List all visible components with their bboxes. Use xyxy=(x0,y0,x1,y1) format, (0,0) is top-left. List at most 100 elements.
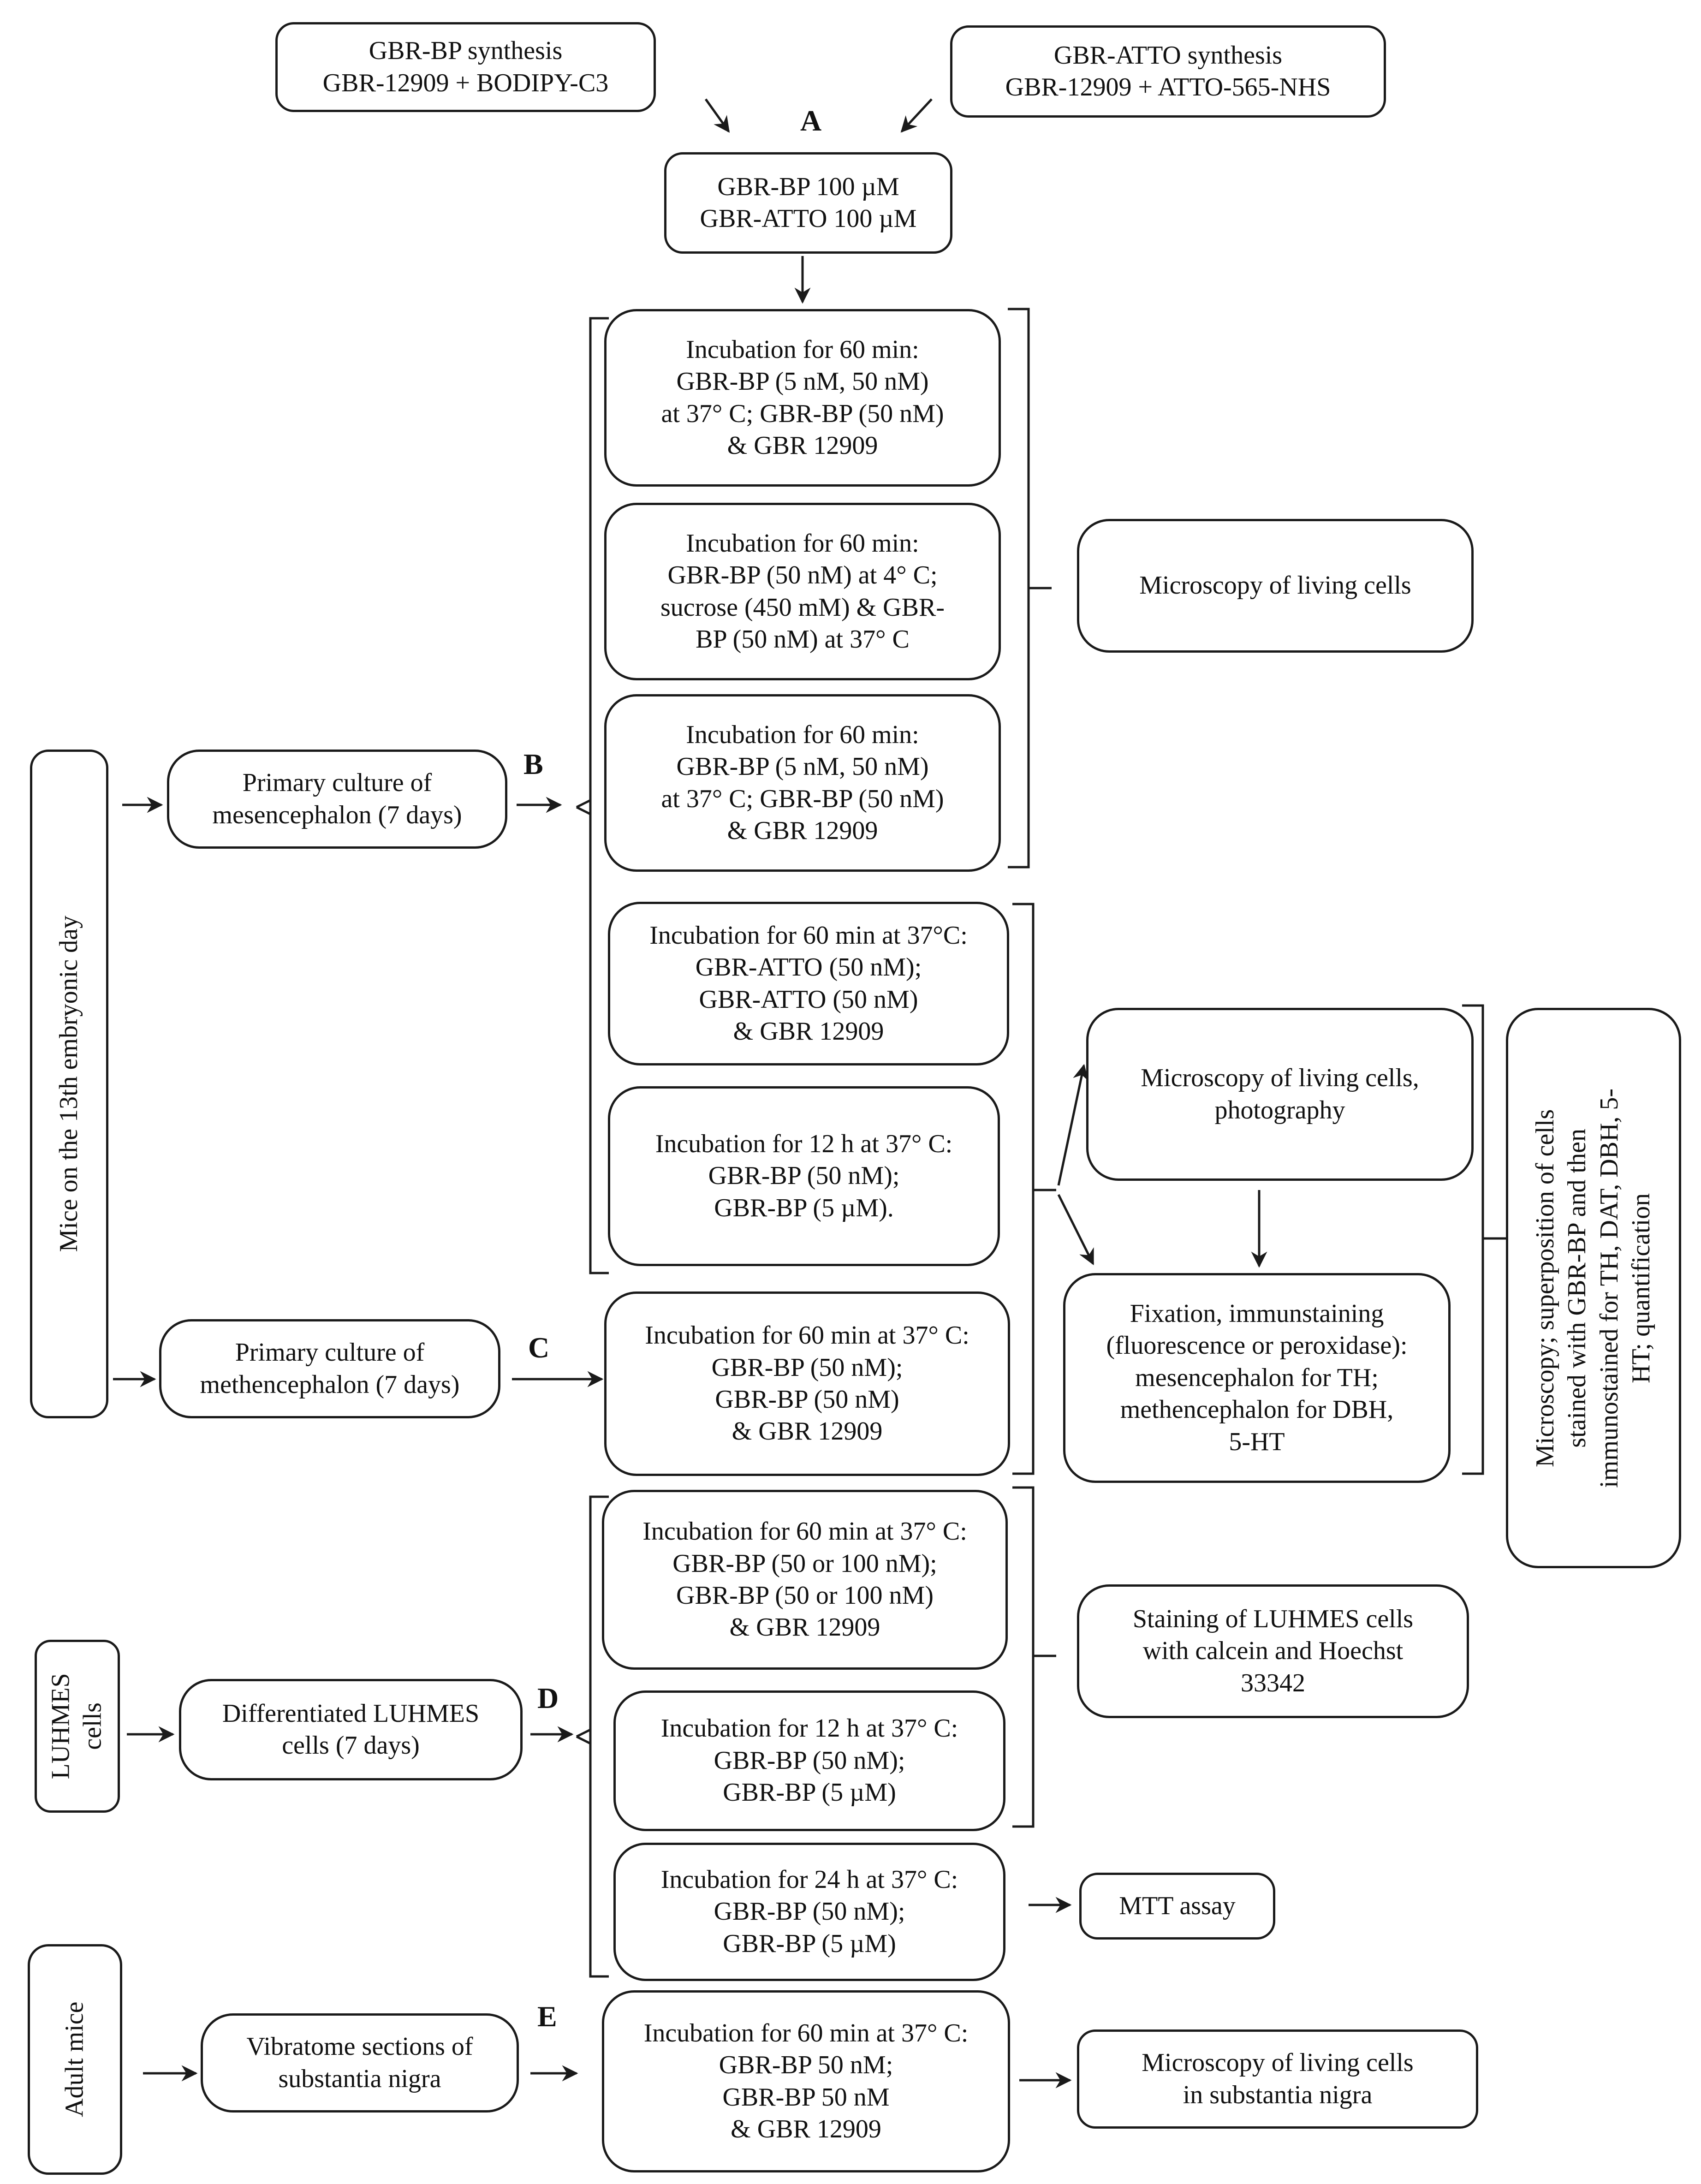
adult-mice-text: Adult mice xyxy=(59,2002,91,2117)
staining-line-3: 33342 xyxy=(1241,1668,1305,1697)
quantification-line-1: Microscopy; superposition of cells xyxy=(1531,1109,1560,1467)
incubation-d1-line-2: GBR-BP (50 or 100 nM); xyxy=(672,1549,937,1578)
mtt-box: MTT assay xyxy=(1079,1873,1275,1940)
incubation-d1-line-3: GBR-BP (50 or 100 nM) xyxy=(676,1581,934,1610)
microscopy-sn-box: Microscopy of living cells in substantia… xyxy=(1077,2029,1478,2129)
incubation-b4-line-1: Incubation for 60 min at 37°C: xyxy=(649,921,968,950)
incubation-d3-line-1: Incubation for 24 h at 37° C: xyxy=(660,1865,958,1894)
incubation-c-line-3: GBR-BP (50 nM) xyxy=(715,1385,899,1414)
fixation-line-1: Fixation, immunstaining xyxy=(1130,1299,1384,1328)
incubation-c: Incubation for 60 min at 37° C: GBR-BP (… xyxy=(604,1291,1010,1476)
label-b: B xyxy=(523,748,543,780)
fixation-line-2: (fluorescence or peroxidase): xyxy=(1106,1331,1408,1360)
quantification-line-4: HT; quantification xyxy=(1627,1193,1656,1383)
culture-met-line-2: methencephalon (7 days) xyxy=(200,1370,460,1399)
incubation-e-line-1: Incubation for 60 min at 37° C: xyxy=(643,2018,969,2047)
bracket-b-right-2 xyxy=(1012,903,1035,1475)
incubation-e: Incubation for 60 min at 37° C: GBR-BP 5… xyxy=(602,1990,1010,2172)
incubation-b2-line-1: Incubation for 60 min: xyxy=(686,529,919,558)
incubation-b2-line-2: GBR-BP (50 nM) at 4° C; xyxy=(667,561,938,590)
incubation-b3: Incubation for 60 min: GBR-BP (5 nM, 50 … xyxy=(604,694,1001,872)
incubation-b1-line-1: Incubation for 60 min: xyxy=(686,335,919,364)
incubation-d2-line-2: GBR-BP (50 nM); xyxy=(714,1746,905,1775)
culture-met-box: Primary culture of methencephalon (7 day… xyxy=(159,1319,500,1418)
fixation-line-4: methencephalon for DBH, xyxy=(1120,1395,1394,1424)
incubation-e-line-2: GBR-BP 50 nM; xyxy=(719,2051,893,2080)
incubation-b5-line-3: GBR-BP (5 µM). xyxy=(714,1193,894,1222)
luhmes-text: LUHMES cells xyxy=(45,1673,109,1779)
bp-synthesis-box: GBR-BP synthesis GBR-12909 + BODIPY-C3 xyxy=(275,22,656,112)
vibratome-line-2: substantia nigra xyxy=(278,2064,441,2093)
incubation-b4-line-4: & GBR 12909 xyxy=(733,1017,884,1046)
incubation-e-line-3: GBR-BP 50 nM xyxy=(722,2083,890,2112)
incubation-b1-line-4: & GBR 12909 xyxy=(727,431,878,460)
fixation-box: Fixation, immunstaining (fluorescence or… xyxy=(1063,1273,1451,1483)
quantification-line-2: stained with GBR-BP and then xyxy=(1563,1128,1592,1448)
luhmes-box: LUHMES cells xyxy=(35,1640,120,1813)
incubation-b3-line-2: GBR-BP (5 nM, 50 nM) xyxy=(676,752,929,781)
luhmes-line-2: cells xyxy=(78,1702,107,1750)
incubation-d1-line-4: & GBR 12909 xyxy=(729,1613,880,1642)
stock-box: GBR-BP 100 µM GBR-ATTO 100 µM xyxy=(664,152,952,254)
microscopy-sn-line-1: Microscopy of living cells xyxy=(1142,2048,1414,2077)
incubation-d2-line-1: Incubation for 12 h at 37° C: xyxy=(660,1714,958,1743)
incubation-b5-line-2: GBR-BP (50 nM); xyxy=(708,1161,900,1190)
incubation-d3-line-3: GBR-BP (5 µM) xyxy=(723,1929,896,1958)
label-d: D xyxy=(537,1682,559,1714)
incubation-d2: Incubation for 12 h at 37° C: GBR-BP (50… xyxy=(613,1690,1005,1831)
incubation-d2-line-3: GBR-BP (5 µM) xyxy=(723,1778,896,1807)
label-a: A xyxy=(800,104,822,137)
incubation-d1: Incubation for 60 min at 37° C: GBR-BP (… xyxy=(602,1490,1008,1670)
mice-13-box: Mice on the 13th embryonic day xyxy=(30,750,108,1418)
incubation-b1: Incubation for 60 min: GBR-BP (5 nM, 50 … xyxy=(604,309,1001,487)
atto-synthesis-title: GBR-ATTO synthesis xyxy=(1053,41,1283,70)
stock-line-1: GBR-BP 100 µM xyxy=(717,172,899,201)
incubation-b2-line-4: BP (50 nM) at 37° C xyxy=(696,625,910,654)
vibratome-box: Vibratome sections of substantia nigra xyxy=(201,2013,519,2113)
microscopy-photo-line-1: Microscopy of living cells, xyxy=(1141,1064,1419,1093)
microscopy-photo-box: Microscopy of living cells, photography xyxy=(1086,1008,1474,1181)
microscopy-photo-line-2: photography xyxy=(1214,1095,1345,1125)
mice-13-label: Mice on the 13th embryonic day xyxy=(54,916,83,1252)
incubation-b2: Incubation for 60 min: GBR-BP (50 nM) at… xyxy=(604,503,1001,680)
incubation-b3-line-4: & GBR 12909 xyxy=(727,816,878,845)
incubation-c-line-1: Incubation for 60 min at 37° C: xyxy=(645,1321,969,1350)
staining-line-2: with calcein and Hoechst xyxy=(1142,1637,1404,1666)
bp-synthesis-title: GBR-BP synthesis xyxy=(369,36,563,65)
bp-synthesis-reagents: GBR-12909 + BODIPY-C3 xyxy=(322,68,609,97)
incubation-b3-line-1: Incubation for 60 min: xyxy=(686,720,919,749)
microscopy-sn-line-2: in substantia nigra xyxy=(1183,2080,1373,2109)
culture-mes-line-2: mesencephalon (7 days) xyxy=(212,800,462,829)
incubation-b1-line-3: at 37° C; GBR-BP (50 nM) xyxy=(661,399,944,428)
incubation-b4: Incubation for 60 min at 37°C: GBR-ATTO … xyxy=(608,902,1009,1065)
arrow-bp-to-stock xyxy=(704,98,730,133)
bracket-b-right-1 xyxy=(1008,308,1030,869)
adult-mice-box: Adult mice xyxy=(28,1944,122,2175)
arrow-to-fixation xyxy=(1057,1194,1094,1266)
incubation-b3-line-3: at 37° C; GBR-BP (50 nM) xyxy=(661,784,944,813)
incubation-b1-line-2: GBR-BP (5 nM, 50 nM) xyxy=(676,367,929,396)
staining-box: Staining of LUHMES cells with calcein an… xyxy=(1077,1584,1469,1718)
adult-mice-label: Adult mice xyxy=(60,2001,89,2118)
incubation-b4-line-2: GBR-ATTO (50 nM); xyxy=(695,953,922,982)
quantification-line-3: immunostained for TH, DAT, DBH, 5- xyxy=(1595,1088,1624,1488)
luhmes-diff-box: Differentiated LUHMES cells (7 days) xyxy=(179,1679,523,1780)
quantification-text: Microscopy; superposition of cells stain… xyxy=(1529,1089,1658,1488)
bracket-b-left xyxy=(589,317,609,1274)
label-c: C xyxy=(528,1331,550,1364)
incubation-c-line-2: GBR-BP (50 nM); xyxy=(711,1353,903,1382)
quantification-box: Microscopy; superposition of cells stain… xyxy=(1506,1008,1681,1568)
incubation-e-line-4: & GBR 12909 xyxy=(731,2114,881,2143)
vibratome-line-1: Vibratome sections of xyxy=(246,2032,473,2061)
microscopy-living-label: Microscopy of living cells xyxy=(1139,571,1411,600)
staining-line-1: Staining of LUHMES cells xyxy=(1132,1604,1414,1633)
stock-line-2: GBR-ATTO 100 µM xyxy=(700,204,917,233)
culture-mes-box: Primary culture of mesencephalon (7 days… xyxy=(167,750,507,849)
incubation-b4-line-3: GBR-ATTO (50 nM) xyxy=(699,985,918,1014)
mice-13-text: Mice on the 13th embryonic day xyxy=(53,916,85,1252)
incubation-b2-line-3: sucrose (450 mM) & GBR- xyxy=(660,593,945,622)
label-e: E xyxy=(537,2000,557,2033)
incubation-d1-line-1: Incubation for 60 min at 37° C: xyxy=(642,1517,967,1546)
luhmes-line-1: LUHMES xyxy=(47,1673,76,1779)
